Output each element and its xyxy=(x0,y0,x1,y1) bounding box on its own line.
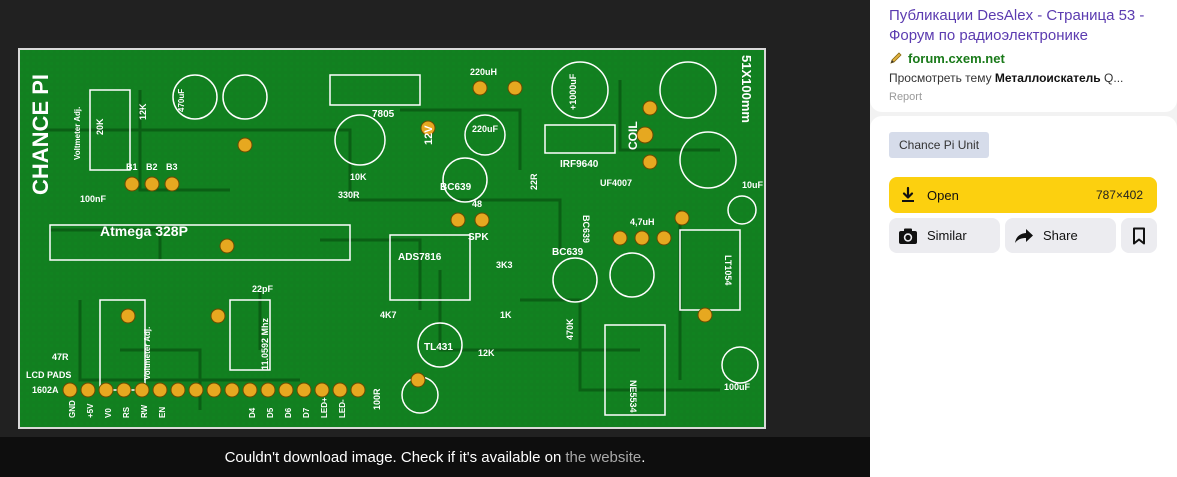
svg-text:220uH: 220uH xyxy=(470,67,497,77)
pcb-side-title: CHANCE PI xyxy=(28,74,53,195)
favicon-pencil-icon xyxy=(890,52,902,64)
similar-button[interactable]: Similar xyxy=(889,218,1000,253)
svg-text:GND: GND xyxy=(68,400,77,418)
svg-text:SPK: SPK xyxy=(468,232,489,243)
svg-text:330R: 330R xyxy=(338,190,360,200)
result-title-link[interactable]: Публикации DesAlex - Страница 53 - Форум… xyxy=(889,7,1145,44)
svg-text:D4: D4 xyxy=(248,407,257,418)
svg-text:3K3: 3K3 xyxy=(496,260,513,270)
svg-text:100nF: 100nF xyxy=(80,194,107,204)
side-panel: Публикации DesAlex - Страница 53 - Форум… xyxy=(870,0,1177,477)
pcb-image[interactable]: CHANCE PI 51X100mm Atmega 328P ADS7816 I… xyxy=(18,48,766,429)
svg-text:10uF: 10uF xyxy=(742,180,764,190)
svg-text:100uF: 100uF xyxy=(724,382,751,392)
website-link[interactable]: the website xyxy=(565,448,642,466)
svg-text:IRF9640: IRF9640 xyxy=(560,159,599,170)
svg-text:ADS7816: ADS7816 xyxy=(398,252,442,263)
error-dot: . xyxy=(641,448,646,466)
svg-text:1K: 1K xyxy=(500,310,512,320)
image-viewer: CHANCE PI 51X100mm Atmega 328P ADS7816 I… xyxy=(0,0,870,477)
svg-text:TL431: TL431 xyxy=(424,342,453,353)
svg-text:BC639: BC639 xyxy=(440,182,472,193)
svg-text:12K: 12K xyxy=(138,103,148,120)
svg-text:LT1054: LT1054 xyxy=(723,255,733,285)
svg-text:47R: 47R xyxy=(52,352,69,362)
svg-text:BC639: BC639 xyxy=(552,247,584,258)
svg-text:100R: 100R xyxy=(372,388,382,410)
download-icon xyxy=(902,186,914,202)
svg-text:LED+: LED+ xyxy=(320,397,329,418)
svg-text:220uF: 220uF xyxy=(472,124,499,134)
svg-text:4K7: 4K7 xyxy=(380,310,397,320)
svg-text:B2: B2 xyxy=(146,162,158,172)
source-card: Публикации DesAlex - Страница 53 - Форум… xyxy=(870,0,1177,112)
svg-text:7805: 7805 xyxy=(372,109,395,120)
domain-row: forum.cxem.net xyxy=(889,50,1158,66)
svg-text:UF4007: UF4007 xyxy=(600,178,632,188)
camera-icon xyxy=(899,228,917,244)
svg-text:B1: B1 xyxy=(126,162,138,172)
svg-text:B3: B3 xyxy=(166,162,178,172)
svg-text:22R: 22R xyxy=(529,173,539,190)
svg-text:4,7uH: 4,7uH xyxy=(630,217,655,227)
svg-text:+5V: +5V xyxy=(86,403,95,418)
bookmark-icon xyxy=(1133,227,1145,244)
share-button[interactable]: Share xyxy=(1005,218,1116,253)
svg-text:10K: 10K xyxy=(350,172,367,182)
svg-text:20K: 20K xyxy=(95,118,105,135)
report-link[interactable]: Report xyxy=(889,91,923,103)
image-size: 787×402 xyxy=(1095,188,1143,202)
svg-text:470uF: 470uF xyxy=(177,89,186,112)
svg-text:Voltmeter Adj.: Voltmeter Adj. xyxy=(73,107,82,160)
share-label: Share xyxy=(1043,228,1078,243)
svg-text:NE5534: NE5534 xyxy=(628,380,638,413)
open-label: Open xyxy=(927,187,959,203)
svg-text:D6: D6 xyxy=(284,407,293,418)
svg-text:11.0592 Mhz: 11.0592 Mhz xyxy=(260,317,270,370)
download-error-bar: Couldn't download image. Check if it's a… xyxy=(0,437,870,477)
svg-text:12V: 12V xyxy=(423,125,435,145)
error-text: Couldn't download image. Check if it's a… xyxy=(224,448,562,466)
bookmark-button[interactable] xyxy=(1121,218,1157,253)
svg-text:LED-: LED- xyxy=(338,399,347,418)
svg-text:BC639: BC639 xyxy=(581,215,591,243)
svg-text:Voltmeter Adj.: Voltmeter Adj. xyxy=(143,327,152,380)
snippet: Просмотреть тему Металлоискатель Q... xyxy=(889,71,1124,85)
svg-text:D5: D5 xyxy=(266,407,275,418)
svg-text:COIL: COIL xyxy=(626,121,640,150)
svg-text:RS: RS xyxy=(122,406,131,418)
svg-text:EN: EN xyxy=(158,407,167,418)
domain-link[interactable]: forum.cxem.net xyxy=(908,50,1005,66)
svg-text:22pF: 22pF xyxy=(252,284,274,294)
tag-chance-pi-unit[interactable]: Chance Pi Unit xyxy=(889,132,990,158)
svg-text:D7: D7 xyxy=(302,407,311,418)
svg-text:48: 48 xyxy=(472,199,482,209)
svg-text:RW: RW xyxy=(140,404,149,418)
svg-text:+1000uF: +1000uF xyxy=(568,73,578,110)
actions-card xyxy=(870,116,1177,477)
similar-label: Similar xyxy=(927,228,967,243)
svg-text:V0: V0 xyxy=(104,408,113,418)
pcb-size-label: 51X100mm xyxy=(739,55,754,123)
svg-text:LCD PADS: LCD PADS xyxy=(26,370,71,380)
open-button[interactable]: Open 787×402 xyxy=(889,177,1157,213)
pcb-mcu-label: Atmega 328P xyxy=(100,223,188,239)
svg-text:1602A: 1602A xyxy=(32,385,59,395)
svg-text:12K: 12K xyxy=(478,348,495,358)
share-arrow-icon xyxy=(1015,228,1033,243)
svg-text:470K: 470K xyxy=(565,318,575,340)
